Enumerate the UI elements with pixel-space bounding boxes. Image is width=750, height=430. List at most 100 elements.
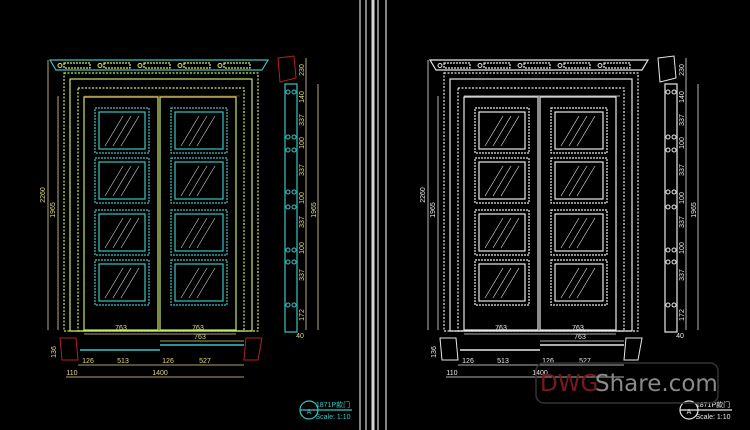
cornice-ornament (223, 62, 251, 69)
rosette (57, 63, 63, 68)
outer-frame-inner (69, 78, 253, 332)
cornice-ornament (563, 62, 591, 69)
dim-section-segment: 337 (299, 114, 306, 126)
glass-hatch (492, 267, 512, 299)
plan-jamb-left (59, 337, 79, 361)
dim-section-segment: 172 (679, 309, 686, 321)
door-leaf-right (159, 96, 237, 331)
section-bead (285, 189, 291, 195)
outer-frame-inner (449, 78, 633, 332)
cornice-ornament (103, 62, 131, 69)
dim-plan-total: 1400 (152, 370, 168, 377)
dim-plan-left-span: 513 (117, 358, 129, 365)
section-bead (665, 259, 671, 265)
dim-section-segment: 100 (679, 137, 686, 149)
section-bead (291, 247, 297, 253)
section-bead (285, 302, 291, 308)
section-bead (665, 189, 671, 195)
glass-panel-frame (474, 107, 530, 154)
dim-section-segment: 337 (679, 269, 686, 281)
section-bead (285, 147, 291, 153)
glass-hatch (484, 267, 504, 299)
section-bead (665, 302, 671, 308)
glass-hatch (188, 267, 208, 299)
glass-hatch (104, 217, 124, 249)
glass-panel (478, 263, 526, 302)
glass-panel-frame (170, 209, 228, 256)
dim-leaf-right: 763 (192, 325, 204, 332)
watermark-share: Share.com (595, 371, 718, 397)
rosette (597, 63, 603, 68)
glass-hatch (104, 165, 124, 197)
dim-plan-total: 1400 (532, 370, 548, 377)
dim-plan-side: 110 (66, 370, 77, 377)
glass-hatch (196, 115, 216, 147)
glass-hatch (120, 115, 140, 147)
glass-panel (174, 213, 224, 252)
glass-hatch (112, 115, 132, 147)
dim-plan-left-span: 513 (497, 358, 509, 365)
glass-panel (554, 213, 604, 252)
dim-plan-top: 763 (574, 334, 586, 341)
outer-frame (63, 72, 259, 332)
dim-plan-left-gap: 126 (82, 358, 94, 365)
glass-hatch (492, 165, 512, 197)
glass-panel (478, 111, 526, 150)
section-profile (284, 83, 298, 333)
drawing-scale: Scale: 1:10 (695, 414, 730, 421)
glass-hatch (576, 115, 596, 147)
cornice-ornament (183, 62, 211, 69)
section-cornice (277, 55, 297, 83)
dim-section-segment: 230 (299, 64, 306, 76)
section-bead (291, 89, 297, 95)
glass-panel-frame (170, 259, 228, 306)
glass-panel (554, 111, 604, 150)
plan-jamb-right (243, 337, 263, 361)
section-bead (291, 134, 297, 140)
dim-section-segment: 100 (679, 192, 686, 204)
glass-hatch (500, 217, 520, 249)
glass-hatch (500, 115, 520, 147)
glass-hatch (576, 267, 596, 299)
dim-plan-depth: 136 (431, 346, 438, 358)
dim-plan-mid-gap: 126 (542, 358, 554, 365)
glass-panel (98, 161, 146, 200)
cornice (428, 59, 650, 71)
glass-hatch (180, 267, 200, 299)
glass-hatch (560, 115, 580, 147)
glass-hatch (492, 115, 512, 147)
glass-hatch (568, 165, 588, 197)
plan-jamb-right (623, 337, 643, 361)
glass-panel (98, 111, 146, 150)
glass-hatch (500, 165, 520, 197)
inner-frame (457, 87, 625, 332)
glass-hatch (120, 217, 140, 249)
glass-hatch (188, 165, 208, 197)
glass-hatch (180, 165, 200, 197)
glass-hatch (188, 115, 208, 147)
rosette (177, 63, 183, 68)
glass-panel-frame (474, 209, 530, 256)
section-bead (671, 147, 677, 153)
section-bead (285, 204, 291, 210)
cornice-ornament (603, 62, 631, 69)
section-bead (671, 134, 677, 140)
leaf-outline (83, 96, 159, 331)
dim-door-height: 1965 (430, 202, 437, 218)
section-bead (291, 302, 297, 308)
glass-hatch (560, 165, 580, 197)
dim-plan-right-span: 527 (199, 358, 211, 365)
glass-panel-frame (94, 157, 150, 204)
dim-leaf-left: 763 (115, 325, 127, 332)
section-bead (291, 147, 297, 153)
dim-section-segment: 140 (679, 91, 686, 103)
glass-hatch (120, 267, 140, 299)
section-bead (285, 134, 291, 140)
